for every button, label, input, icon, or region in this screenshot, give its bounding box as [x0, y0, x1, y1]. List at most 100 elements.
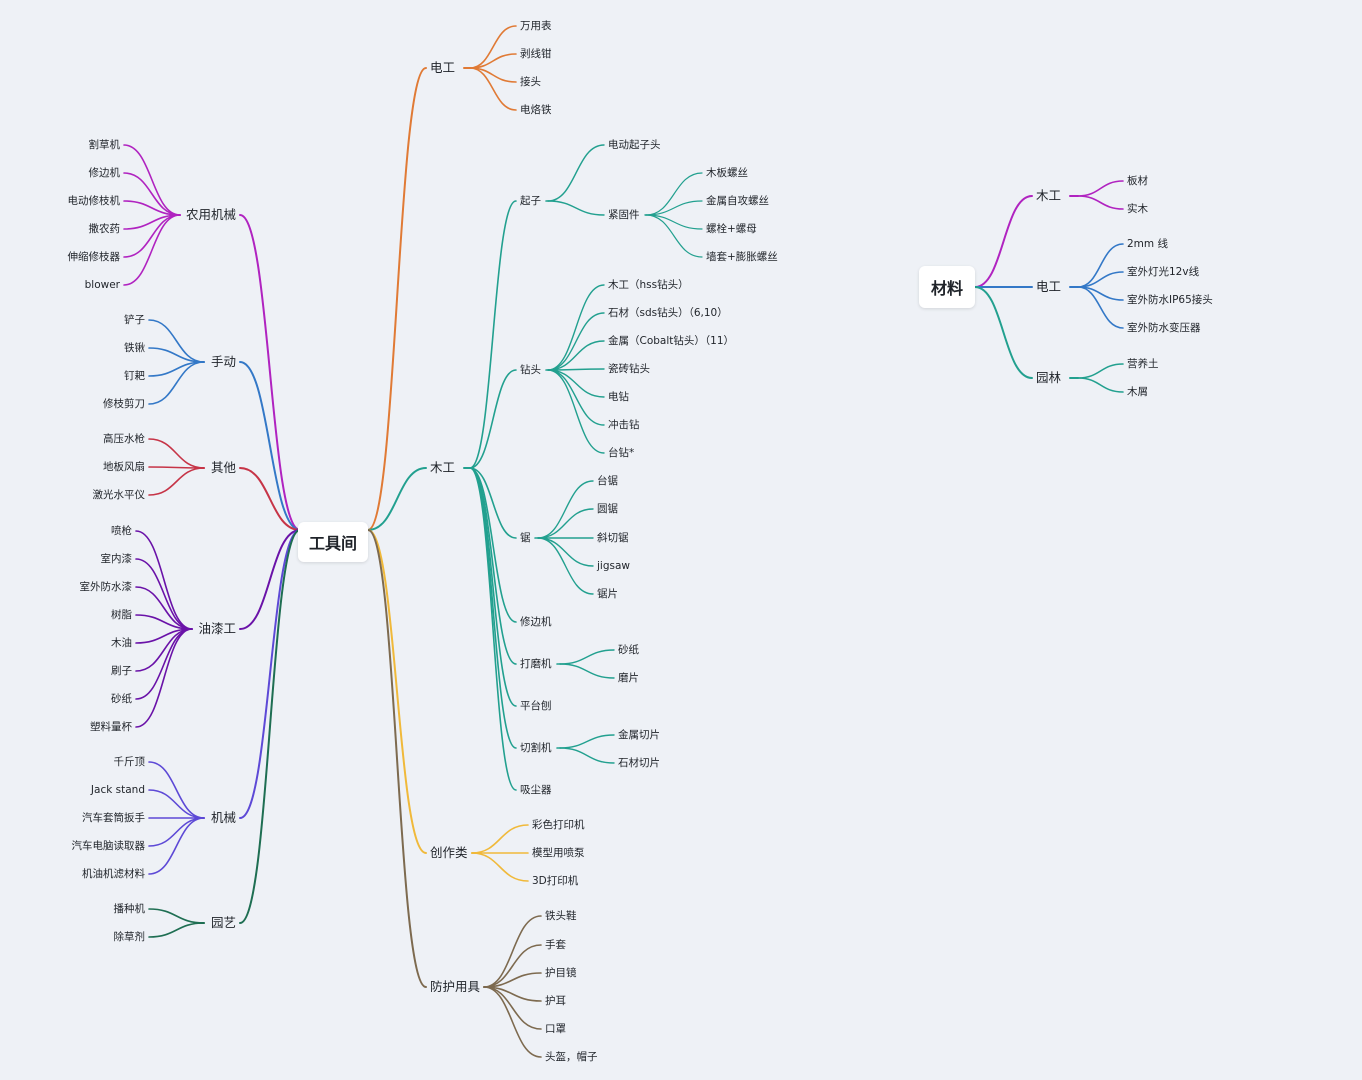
- leaf-node[interactable]: blower: [84, 279, 120, 291]
- leaf-node[interactable]: 台锯: [597, 475, 618, 487]
- branch-node[interactable]: 木工: [430, 460, 456, 475]
- leaf-node[interactable]: 铁头鞋: [545, 910, 577, 922]
- leaf-node[interactable]: 石材切片: [618, 757, 660, 769]
- leaf-node[interactable]: 斜切锯: [597, 532, 629, 544]
- leaf-node[interactable]: 伸缩修枝器: [67, 251, 121, 263]
- leaf-node[interactable]: 剥线钳: [520, 48, 552, 60]
- leaf-node[interactable]: 打磨机: [520, 658, 552, 670]
- leaf-node[interactable]: 接头: [520, 76, 541, 88]
- leaf-node[interactable]: 锯片: [597, 588, 618, 600]
- leaf-node[interactable]: 护耳: [545, 995, 566, 1007]
- leaf-node[interactable]: 修枝剪刀: [103, 398, 145, 410]
- leaf-node[interactable]: 磨片: [618, 672, 639, 684]
- leaf-node[interactable]: 台钻*: [608, 447, 635, 459]
- leaf-node[interactable]: 平台刨: [520, 700, 552, 712]
- leaf-node[interactable]: 板材: [1127, 175, 1148, 187]
- leaf-node[interactable]: 室外灯光12v线: [1127, 266, 1200, 278]
- leaf-node[interactable]: 树脂: [111, 609, 132, 621]
- leaf-node[interactable]: 吸尘器: [520, 784, 552, 796]
- leaf-node[interactable]: 钻头: [520, 364, 541, 376]
- leaf-node[interactable]: 砂纸: [618, 644, 639, 656]
- leaf-node[interactable]: 实木: [1127, 203, 1148, 215]
- branch-node[interactable]: 园艺: [210, 915, 236, 930]
- branch-node[interactable]: 创作类: [430, 845, 468, 860]
- leaf-node[interactable]: 万用表: [520, 20, 552, 32]
- leaf-connector: [1077, 180, 1124, 197]
- leaf-node[interactable]: 金属（Cobalt钻头）（11）: [608, 335, 734, 347]
- branch-node[interactable]: 防护用具: [430, 979, 481, 994]
- leaf-node[interactable]: 营养土: [1127, 358, 1159, 370]
- leaf-connector: [483, 986, 542, 1058]
- leaf-node[interactable]: 切割机: [520, 742, 552, 754]
- leaf-node[interactable]: 刷子: [111, 665, 132, 677]
- leaf-node[interactable]: 墙套+膨胀螺丝: [706, 251, 778, 263]
- leaf-node[interactable]: 修边机: [520, 616, 552, 628]
- leaf-node[interactable]: 地板风扇: [103, 461, 145, 473]
- leaf-node[interactable]: 3D打印机: [532, 875, 579, 887]
- branch-node[interactable]: 其他: [210, 460, 236, 475]
- leaf-node[interactable]: jigsaw: [597, 560, 630, 572]
- branch-node[interactable]: 机械: [210, 810, 236, 825]
- leaf-node[interactable]: 金属自攻螺丝: [706, 195, 769, 207]
- leaf-node[interactable]: 木工（hss钻头）: [608, 279, 689, 291]
- leaf-node[interactable]: 室外防水漆: [79, 581, 133, 593]
- leaf-node[interactable]: 塑料量杯: [90, 721, 132, 733]
- branch-node[interactable]: 园林: [1036, 370, 1062, 385]
- leaf-node[interactable]: 瓷砖钻头: [608, 363, 650, 375]
- leaf-node[interactable]: 铲子: [124, 314, 145, 326]
- leaf-node[interactable]: Jack stand: [90, 784, 145, 796]
- leaf-node[interactable]: 木板螺丝: [706, 167, 748, 179]
- leaf-node[interactable]: 千斤顶: [113, 756, 146, 768]
- leaf-node[interactable]: 头盔，帽子: [545, 1051, 598, 1063]
- leaf-node[interactable]: 汽车套筒扳手: [82, 812, 145, 824]
- leaf-node[interactable]: 模型用喷泵: [532, 847, 585, 859]
- leaf-node[interactable]: 播种机: [113, 903, 146, 915]
- leaf-node[interactable]: 除草剂: [113, 931, 146, 943]
- leaf-connector: [148, 789, 205, 819]
- leaf-node[interactable]: 撒农药: [88, 223, 121, 235]
- leaf-node[interactable]: 金属切片: [618, 729, 660, 741]
- leaf-node[interactable]: 2mm 线: [1127, 238, 1168, 250]
- leaf-node[interactable]: 汽车电脑读取器: [71, 840, 146, 852]
- branch-node[interactable]: 农用机械: [185, 207, 236, 222]
- leaf-node[interactable]: 护目镜: [545, 967, 577, 979]
- branch-node[interactable]: 电工: [430, 60, 456, 75]
- leaf-node[interactable]: 室内漆: [100, 553, 133, 565]
- leaf-connector: [547, 369, 605, 398]
- leaf-node[interactable]: 喷枪: [111, 525, 132, 537]
- leaf-node[interactable]: 砂纸: [111, 693, 132, 705]
- leaf-connector: [135, 628, 193, 728]
- leaf-node[interactable]: 电烙铁: [520, 104, 552, 116]
- branch-node[interactable]: 手动: [210, 354, 236, 369]
- leaf-node[interactable]: 割草机: [88, 139, 121, 151]
- leaf-node[interactable]: 木油: [111, 637, 132, 649]
- leaf-node[interactable]: 口罩: [545, 1023, 566, 1035]
- leaf-node[interactable]: 电钻: [608, 391, 629, 403]
- leaf-node[interactable]: 室外防水IP65接头: [1127, 294, 1213, 306]
- branch-node[interactable]: 木工: [1036, 188, 1062, 203]
- root-node-materials[interactable]: 材料: [919, 266, 975, 308]
- leaf-node[interactable]: 高压水枪: [103, 433, 145, 445]
- leaf-node[interactable]: 手套: [545, 939, 566, 951]
- leaf-node[interactable]: 螺栓+螺母: [706, 223, 757, 235]
- leaf-node[interactable]: 激光水平仪: [92, 489, 146, 501]
- leaf-node[interactable]: 电动修枝机: [67, 195, 121, 207]
- leaf-node[interactable]: 木屑: [1127, 386, 1148, 398]
- branch-node[interactable]: 油漆工: [198, 621, 236, 636]
- branch-node[interactable]: 电工: [1036, 279, 1062, 294]
- leaf-node[interactable]: 圆锯: [597, 503, 618, 515]
- leaf-node[interactable]: 冲击钻: [608, 419, 640, 431]
- leaf-node[interactable]: 起子: [520, 195, 541, 207]
- leaf-node[interactable]: 铁锹: [124, 342, 145, 354]
- leaf-node[interactable]: 石材（sds钻头）（6,10）: [608, 307, 728, 319]
- leaf-node[interactable]: 锯: [520, 532, 531, 544]
- leaf-node[interactable]: 机油机滤材料: [82, 868, 145, 880]
- root-node-tools[interactable]: 工具间: [298, 522, 368, 562]
- leaf-node[interactable]: 钉耙: [124, 370, 145, 382]
- leaf-node[interactable]: 电动起子头: [608, 139, 661, 151]
- leaf-node[interactable]: 紧固件: [608, 209, 640, 221]
- leaf-node[interactable]: 修边机: [88, 167, 121, 179]
- leaf-node[interactable]: 彩色打印机: [532, 819, 585, 831]
- leaf-node[interactable]: 室外防水变压器: [1127, 322, 1201, 334]
